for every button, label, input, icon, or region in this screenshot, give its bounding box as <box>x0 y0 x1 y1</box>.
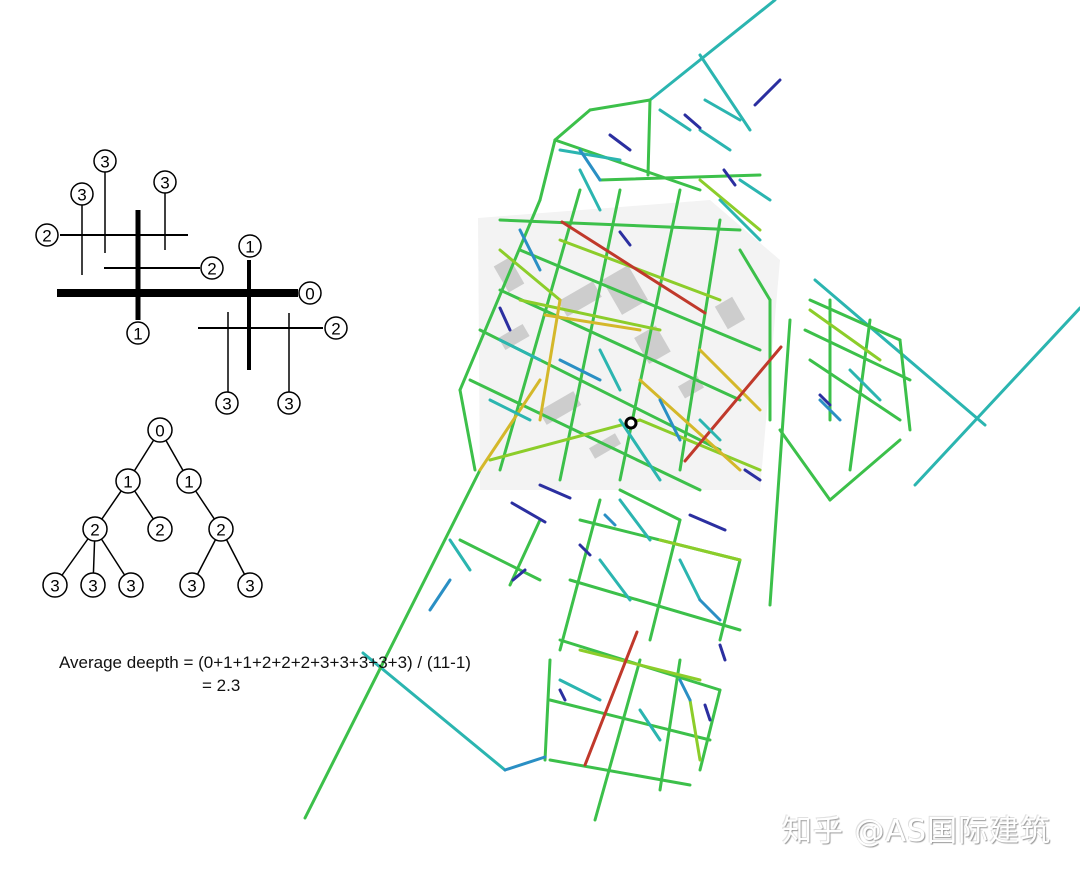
tree-node-3 <box>179 572 205 598</box>
depth-node-3 <box>93 149 117 173</box>
tree-node-3 <box>80 572 106 598</box>
svg-text:1: 1 <box>133 325 142 344</box>
depth-node-2 <box>324 316 348 340</box>
depth-node-3 <box>277 391 301 415</box>
svg-text:0: 0 <box>305 285 314 304</box>
tree-node-2 <box>147 516 173 542</box>
svg-text:2: 2 <box>216 521 225 540</box>
svg-text:2: 2 <box>207 260 216 279</box>
depth-node-3 <box>215 391 239 415</box>
svg-text:3: 3 <box>100 153 109 172</box>
depth-node-0 <box>298 281 322 305</box>
watermark-text: 知乎 @AS国际建筑 <box>782 814 1052 849</box>
svg-text:2: 2 <box>155 521 164 540</box>
tree-node-3 <box>237 572 263 598</box>
depth-node-1 <box>126 321 150 345</box>
average-depth-formula: Average deepth = (0+1+1+2+2+2+3+3+3+3+3)… <box>59 653 471 672</box>
depth-node-1 <box>238 234 262 258</box>
depth-node-3 <box>153 170 177 194</box>
tree-node-3 <box>118 572 144 598</box>
depth-node-3 <box>70 182 94 206</box>
tree-node-0 <box>147 417 173 443</box>
svg-text:3: 3 <box>88 577 97 596</box>
svg-text:3: 3 <box>126 577 135 596</box>
average-depth-result: = 2.3 <box>202 676 241 695</box>
svg-text:3: 3 <box>160 174 169 193</box>
svg-text:2: 2 <box>90 521 99 540</box>
svg-text:1: 1 <box>123 473 132 492</box>
tree-node-1 <box>176 468 202 494</box>
tree-node-2 <box>82 516 108 542</box>
tree-node-3 <box>42 572 68 598</box>
svg-text:3: 3 <box>222 395 231 414</box>
svg-text:1: 1 <box>245 238 254 257</box>
svg-text:1: 1 <box>184 473 193 492</box>
origin-marker <box>624 416 638 430</box>
svg-text:3: 3 <box>245 577 254 596</box>
svg-text:3: 3 <box>284 395 293 414</box>
svg-text:2: 2 <box>42 227 51 246</box>
depth-node-2 <box>35 223 59 247</box>
svg-text:3: 3 <box>50 577 59 596</box>
svg-text:3: 3 <box>187 577 196 596</box>
svg-text:3: 3 <box>77 186 86 205</box>
svg-text:2: 2 <box>331 320 340 339</box>
tree-node-1 <box>115 468 141 494</box>
axial-map-diagram: 0 1 1 2 2 2 3 3 3 3 3 <box>35 149 348 415</box>
tree-node-2 <box>208 516 234 542</box>
justified-graph-tree: 0 1 1 2 2 2 3 3 3 3 3 <box>42 417 263 598</box>
depth-node-2 <box>200 256 224 280</box>
svg-text:0: 0 <box>155 422 164 441</box>
